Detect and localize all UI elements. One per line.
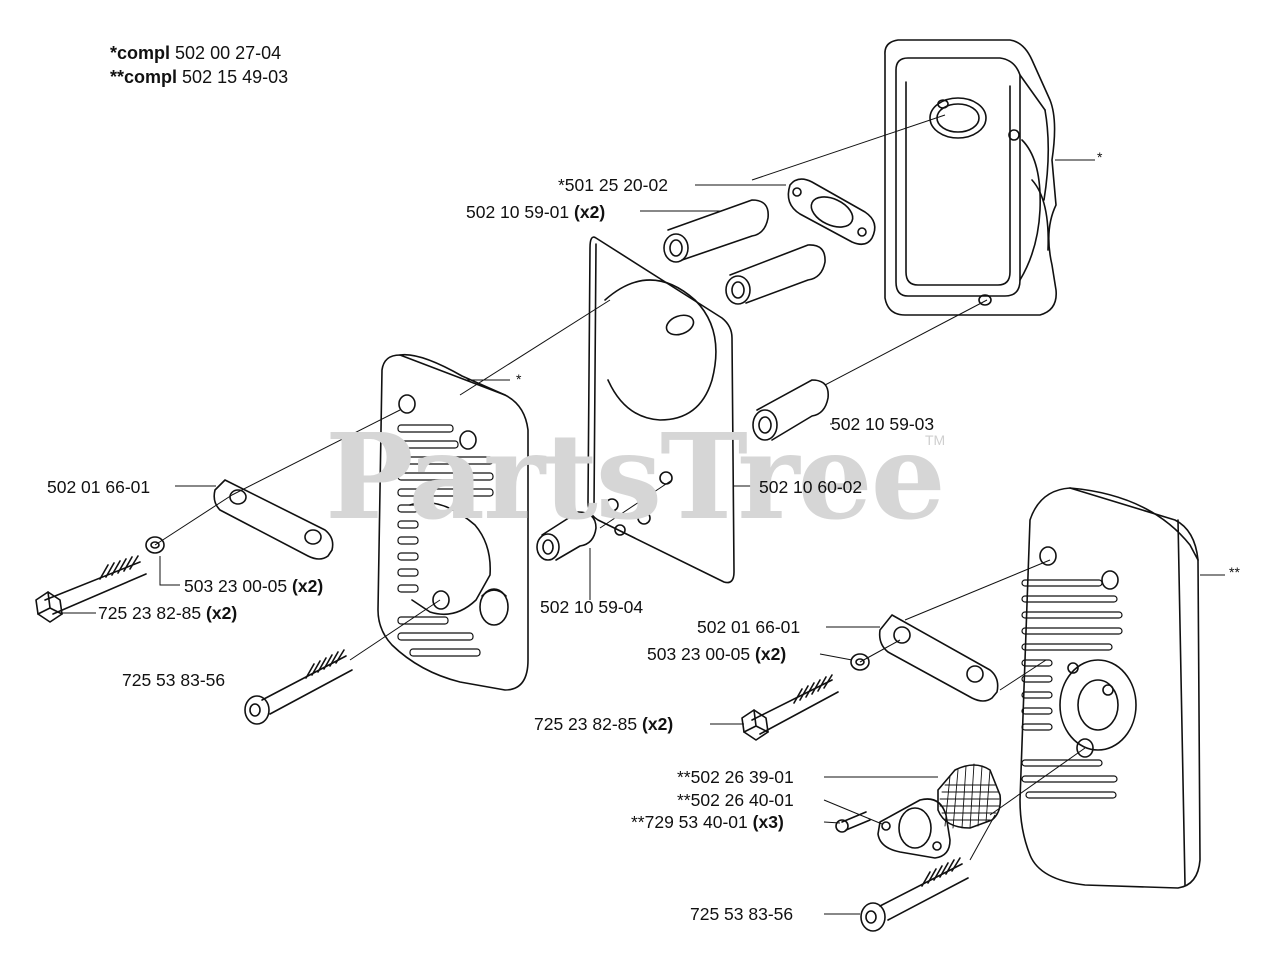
watermark: PartsTree: [325, 407, 946, 546]
bolt-left-short: [35, 555, 147, 623]
part-label[interactable]: 502 10 59-03: [831, 414, 935, 434]
part-label[interactable]: 502 10 59-04: [540, 597, 644, 617]
bracket-plate-left: [213, 479, 334, 560]
washer-left: [145, 536, 165, 554]
part-label[interactable]: *501 25 20-02: [558, 175, 668, 195]
cap-screw-left: [244, 649, 353, 725]
part-label[interactable]: 725 53 83-56: [122, 670, 226, 690]
marker-single-left: *: [516, 371, 522, 387]
part-label[interactable]: 503 23 00-05 (x2): [647, 644, 787, 664]
part-label[interactable]: **729 53 40-01 (x3): [631, 812, 784, 832]
small-screw: [835, 811, 871, 833]
part-label[interactable]: 725 53 83-56: [690, 904, 794, 924]
compl-double-star: **compl 502 15 49-03: [110, 67, 289, 87]
compl-single-star: *compl 502 00 27-04: [110, 43, 282, 63]
marker-single-top: *: [1097, 149, 1103, 165]
muffler-half-right: [1019, 487, 1201, 889]
washer-right: [850, 653, 870, 671]
spark-arrestor-screen: [937, 763, 1002, 829]
cap-screw-right: [860, 857, 969, 932]
part-label[interactable]: **502 26 40-01: [677, 790, 794, 810]
gasket-top: [787, 178, 876, 246]
part-label[interactable]: 725 23 82-85 (x2): [98, 603, 238, 623]
watermark-tm: TM: [925, 432, 946, 448]
bracket-plate-right: [878, 614, 999, 702]
part-label[interactable]: **502 26 39-01: [677, 767, 794, 787]
part-label[interactable]: 503 23 00-05 (x2): [184, 576, 324, 596]
spacer-tube-59-03: [752, 379, 829, 441]
part-label[interactable]: 502 01 66-01: [47, 477, 151, 497]
muffler-half-left: [377, 353, 529, 691]
part-label[interactable]: 502 10 60-02: [759, 477, 863, 497]
part-label[interactable]: 502 01 66-01: [697, 617, 801, 637]
part-label[interactable]: 502 10 59-01 (x2): [466, 202, 606, 222]
muffler-cover-shell: [884, 39, 1057, 316]
bolt-right-short: [741, 674, 839, 741]
part-label[interactable]: 725 23 82-85 (x2): [534, 714, 674, 734]
marker-double-right: **: [1229, 564, 1240, 580]
spacer-tube-pair: [663, 199, 826, 305]
gasket-bottom: [877, 798, 951, 859]
spacer-tube-59-04: [536, 511, 597, 561]
